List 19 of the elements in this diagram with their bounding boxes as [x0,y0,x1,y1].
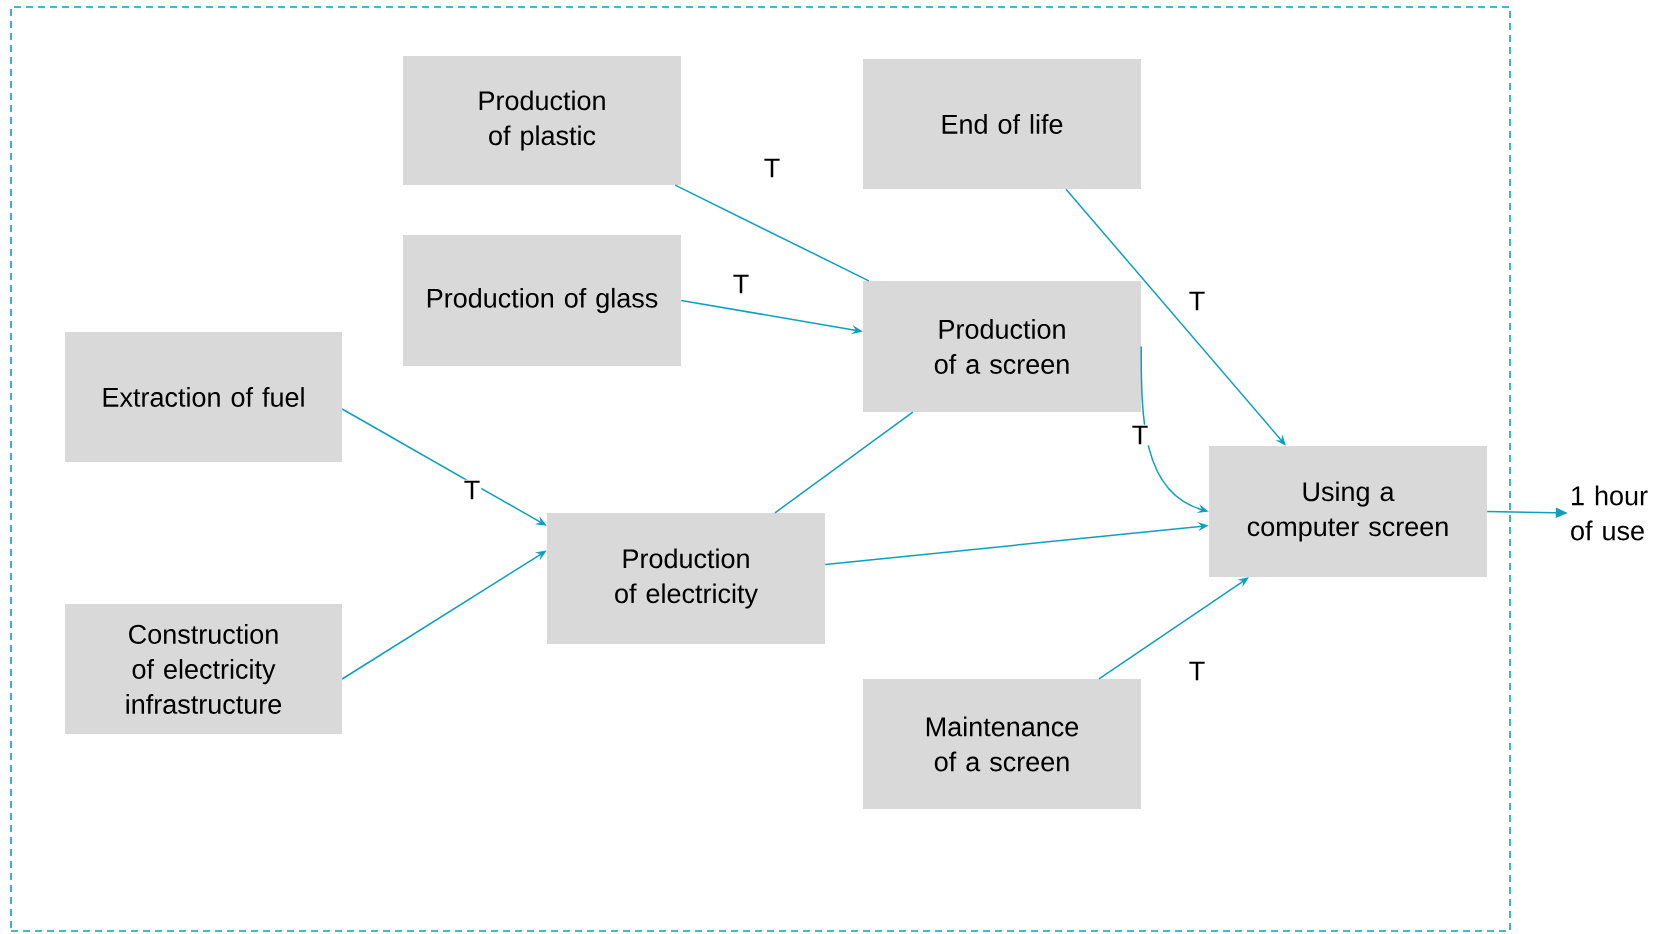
process-box: Production of glass [403,235,681,366]
process-box: Using a computer screen [1209,446,1487,577]
edge-label: T [1187,660,1207,682]
edge-label: T [1130,424,1150,446]
system-boundary [10,6,1511,932]
process-box: Production of electricity [547,513,825,644]
process-box: Maintenance of a screen [863,679,1141,809]
process-box: Production of plastic [403,56,681,185]
edge-label: T [1187,290,1207,312]
arrow [1098,577,1249,680]
process-box: Extraction of fuel [65,332,342,462]
edge-label: T [462,479,482,501]
edge-label: T [731,273,751,295]
edge-label: T [762,157,782,179]
process-box: Production of a screen [863,281,1141,412]
arrow [1065,188,1286,446]
process-box: Construction of electricity infrastructure [65,604,342,734]
output-text: 1 hour of use [1571,485,1648,541]
process-box: End of life [863,59,1141,189]
